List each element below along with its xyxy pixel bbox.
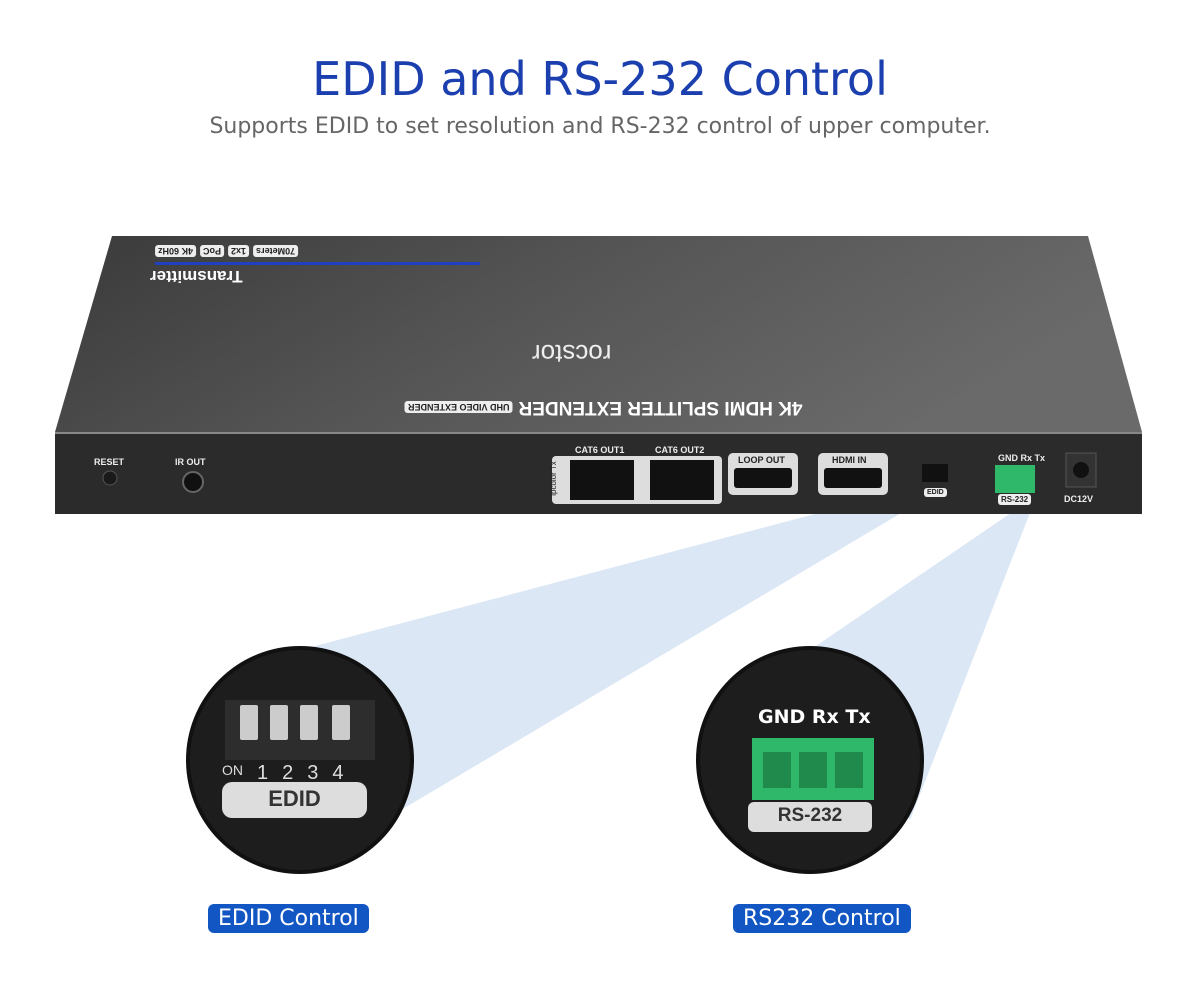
edid-switch (922, 464, 948, 482)
badge: 4K 60Hz (155, 245, 197, 257)
device-top (55, 236, 1142, 432)
badge: 70Meters (253, 245, 299, 257)
cat6-out1-port (570, 460, 634, 500)
cat6-out2-label: CAT6 OUT2 (655, 445, 705, 455)
hdmi-in-label: HDMI IN (832, 455, 867, 465)
switch-number: 2 (282, 762, 294, 784)
dc12v-label: DC12V (1064, 494, 1094, 504)
page-title: EDID and RS-232 Control (312, 52, 888, 106)
edid-label: EDID (924, 488, 947, 497)
rs232-pins-label: GND Rx Tx (998, 453, 1046, 463)
switch-number: 1 (257, 762, 269, 784)
loop-out-label: LOOP OUT (738, 455, 785, 465)
rs232-callout-pins: GND Rx Tx (758, 706, 871, 728)
edid-switch-numbers: ON 1 2 3 4 (222, 762, 344, 785)
brand-logo: rocstor (532, 339, 612, 369)
rs232-control-caption: RS232 Control (733, 904, 911, 933)
rs232-callout-label: RS-232 (777, 805, 843, 826)
product-tag: UHD VIDEO EXTENDER (405, 401, 513, 413)
switch-on-label: ON (222, 762, 243, 778)
edid-control-caption: EDID Control (208, 904, 369, 933)
cat6-out2-port (650, 460, 714, 500)
ir-out-label: IR OUT (175, 457, 206, 467)
product-name-text: 4K HDMI SPLITTER EXTENDER (518, 397, 803, 418)
light-beam-edid (300, 485, 940, 870)
rs232-terminal (995, 465, 1035, 493)
reset-label: RESET (94, 457, 125, 467)
model-label: Transmitter (150, 267, 243, 286)
spec-badges: 70Meters 1x2 PoC 4K 60Hz (155, 245, 299, 257)
switch-number: 3 (307, 762, 319, 784)
rs232-label: RS-232 (998, 494, 1032, 505)
page-subtitle: Supports EDID to set resolution and RS-2… (209, 114, 991, 139)
edid-callout-label: EDID (268, 786, 321, 811)
ipcolor-label: ipcolor Tx (548, 461, 558, 496)
cat6-out1-label: CAT6 OUT1 (575, 445, 625, 455)
product-name: 4K HDMI SPLITTER EXTENDER UHD VIDEO EXTE… (405, 396, 803, 418)
badge: PoC (200, 245, 225, 257)
reset-button (102, 470, 118, 486)
badge: 1x2 (228, 245, 250, 257)
switch-number: 4 (332, 762, 344, 784)
ir-out-jack (182, 471, 204, 493)
